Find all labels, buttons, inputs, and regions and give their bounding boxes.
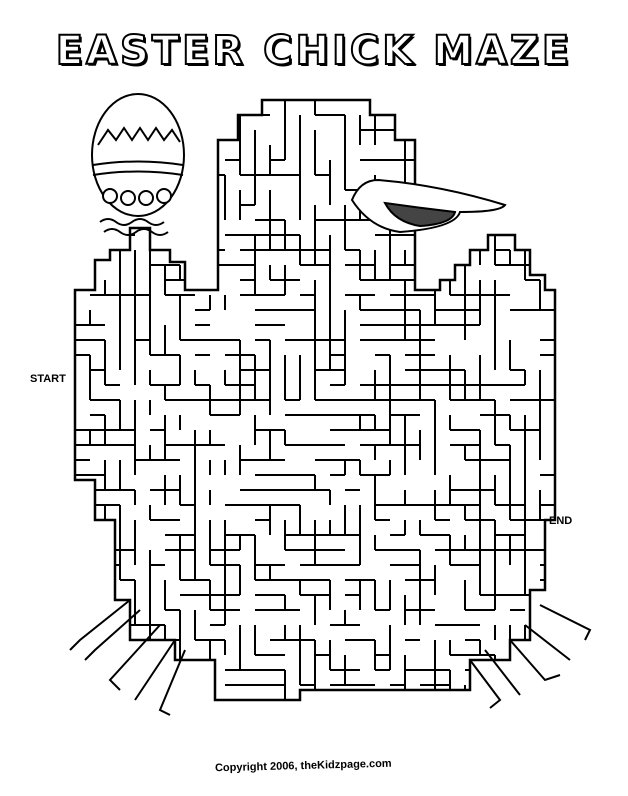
- page-title: EASTER CHICK MAZE: [55, 27, 573, 75]
- end-label: END: [549, 515, 573, 527]
- chick-legs: [69, 599, 592, 716]
- start-label: START: [30, 373, 66, 385]
- easter-egg-icon: [91, 93, 185, 236]
- chick-beak-icon: [350, 178, 507, 234]
